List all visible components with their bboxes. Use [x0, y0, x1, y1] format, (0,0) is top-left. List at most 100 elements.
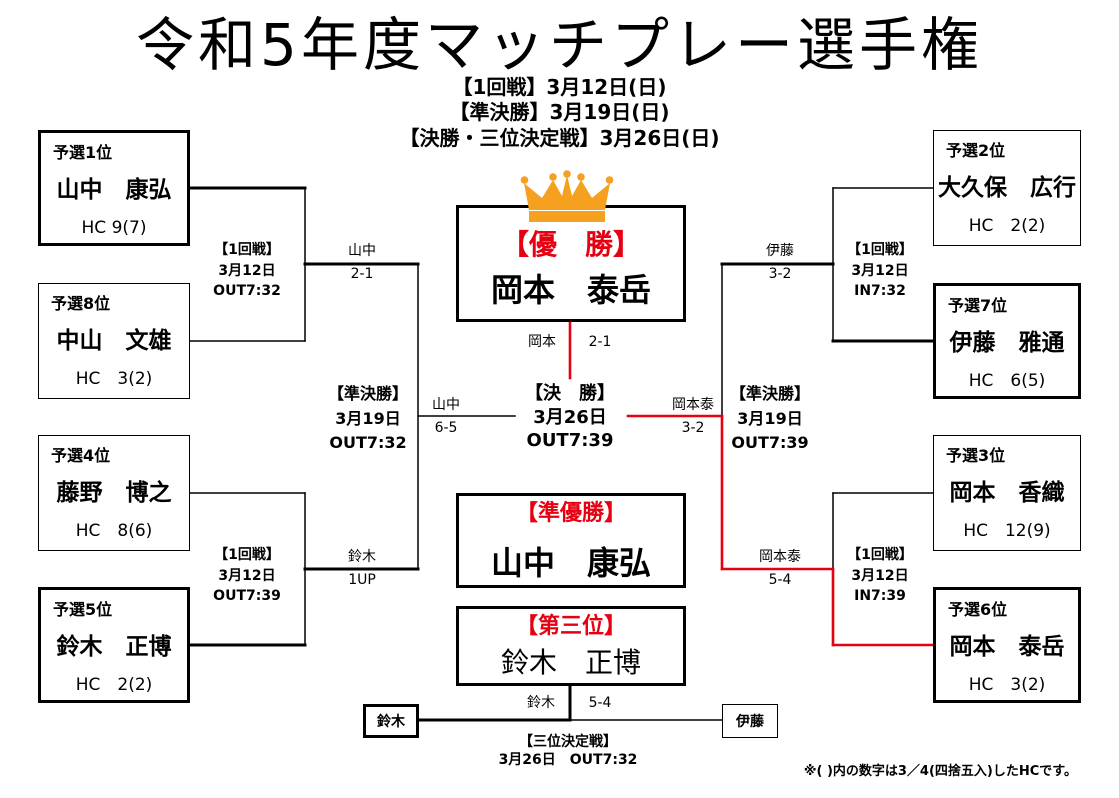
runner-up-box: 【準優勝】 山中 康弘 — [456, 493, 686, 588]
champion-label: 【優 勝】 — [500, 228, 641, 261]
match-score: 1UP — [348, 572, 376, 588]
third-match-info: 【三位決定戦】 3月26日 OUT7:32 — [468, 733, 668, 769]
schedule-semifinal: 【準決勝】3月19日(日) — [449, 100, 670, 124]
round-label: 【準決勝】 — [729, 384, 810, 403]
round-label: 【1回戦】 — [847, 547, 913, 563]
player-card-right-4: 予選6位 岡本 泰岳 HC 3(2) — [933, 587, 1081, 703]
tee-time: IN7:32 — [854, 283, 906, 299]
match-score: 2-1 — [350, 266, 374, 282]
match-score: 3-2 — [768, 266, 792, 282]
player-name: 岡本 香織 — [949, 480, 1065, 506]
player-name: 藤野 博之 — [56, 480, 172, 506]
player-name: 鈴木 正博 — [56, 634, 172, 660]
match-date: 3月19日 — [335, 408, 401, 428]
match-date-tee: 3月26日 OUT7:32 — [498, 752, 638, 768]
winner-name: 山中 — [348, 243, 376, 259]
match-date: 3月19日 — [737, 408, 803, 428]
semifinal-info-left: 【準決勝】 3月19日 OUT7:32 — [313, 382, 423, 456]
handicap: HC 8(6) — [75, 521, 153, 541]
final-score: 2-1 — [588, 334, 612, 350]
third-match-score: 5-4 — [588, 695, 612, 711]
third-place-box: 【第三位】 鈴木 正博 — [456, 606, 686, 686]
player-card-left-4: 予選5位 鈴木 正博 HC 2(2) — [38, 587, 190, 703]
player-name: 伊藤 — [736, 714, 764, 730]
tee-time: OUT7:32 — [329, 433, 407, 452]
player-card-right-2: 予選7位 伊藤 雅通 HC 6(5) — [933, 283, 1081, 399]
seed-rank: 予選1位 — [53, 143, 113, 162]
champion-box: 【優 勝】 岡本 泰岳 — [456, 205, 686, 322]
player-card-right-3: 予選3位 岡本 香織 HC 12(9) — [933, 435, 1081, 551]
handicap: HC 3(2) — [968, 675, 1046, 695]
runner-up-name: 山中 康弘 — [490, 544, 651, 582]
third-match-player-left: 鈴木 — [363, 704, 419, 738]
runner-up-label: 【準優勝】 — [515, 501, 626, 526]
match-date: 3月12日 — [218, 262, 276, 279]
handicap: HC 2(2) — [75, 675, 153, 695]
round1-result-right-bottom: 岡本泰 5-4 — [745, 546, 815, 592]
round1-result-left-bottom: 鈴木 1UP — [327, 546, 397, 592]
handicap: HC 12(9) — [963, 521, 1051, 541]
round-label: 【三位決定戦】 — [519, 734, 617, 750]
player-name: 山中 康弘 — [56, 177, 172, 203]
tee-time: OUT7:39 — [213, 588, 281, 604]
match-score: 6-5 — [434, 420, 458, 436]
match-date: 3月12日 — [218, 567, 276, 584]
match-date: 3月26日 — [533, 406, 607, 428]
center-lines — [417, 321, 723, 722]
round1-info-right-bottom: 【1回戦】 3月12日 IN7:39 — [825, 545, 935, 607]
round-label: 【1回戦】 — [214, 547, 280, 563]
third-match-player-right: 伊藤 — [722, 704, 778, 738]
tee-time: IN7:39 — [854, 588, 906, 604]
player-card-left-2: 予選8位 中山 文雄 HC 3(2) — [38, 283, 190, 399]
tee-time: OUT7:32 — [213, 283, 281, 299]
round1-result-left-top: 山中 2-1 — [327, 240, 397, 286]
final-info: 【決 勝】 3月26日 OUT7:39 — [500, 382, 640, 453]
seed-rank: 予選5位 — [53, 600, 113, 619]
round-label: 【1回戦】 — [847, 242, 913, 258]
winner-name: 岡本泰 — [759, 549, 801, 565]
match-score: 5-4 — [768, 572, 792, 588]
seed-rank: 予選2位 — [946, 141, 1006, 160]
page-title: 令和5年度マッチプレー選手権 — [136, 11, 983, 79]
round1-result-right-top: 伊藤 3-2 — [745, 240, 815, 286]
winner-name: 山中 — [432, 397, 460, 413]
handicap: HC 9(7) — [81, 218, 147, 238]
match-score: 3-2 — [681, 420, 705, 436]
round1-info-left-bottom: 【1回戦】 3月12日 OUT7:39 — [192, 545, 302, 607]
crown-icon — [520, 170, 614, 222]
semifinal-result-right: 岡本泰 3-2 — [658, 394, 728, 440]
round1-info-right-top: 【1回戦】 3月12日 IN7:32 — [825, 240, 935, 302]
semifinal-info-right: 【準決勝】 3月19日 OUT7:39 — [715, 382, 825, 456]
champion-name: 岡本 泰岳 — [490, 271, 651, 309]
player-name: 伊藤 雅通 — [949, 330, 1065, 356]
player-name: 大久保 広行 — [938, 175, 1076, 201]
round1-info-left-top: 【1回戦】 3月12日 OUT7:32 — [192, 240, 302, 302]
round-label: 【決 勝】 — [525, 383, 615, 404]
winner-name: 伊藤 — [766, 243, 794, 259]
winner-name: 鈴木 — [348, 549, 376, 565]
handicap: HC 2(2) — [968, 216, 1046, 236]
third-place-label: 【第三位】 — [515, 614, 626, 639]
player-card-left-3: 予選4位 藤野 博之 HC 8(6) — [38, 435, 190, 551]
final-winner-name: 岡本 — [528, 334, 556, 350]
player-name: 岡本 泰岳 — [949, 634, 1065, 660]
player-card-right-1: 予選2位 大久保 広行 HC 2(2) — [933, 130, 1081, 246]
left-bracket-lines — [188, 186, 516, 647]
third-place-name: 鈴木 正博 — [500, 646, 641, 679]
semifinal-result-left: 山中 6-5 — [411, 394, 481, 440]
player-name: 鈴木 — [377, 714, 405, 730]
third-match-winner-name: 鈴木 — [527, 695, 555, 711]
match-date: 3月12日 — [851, 567, 909, 584]
player-card-left-1: 予選1位 山中 康弘 HC 9(7) — [38, 130, 190, 246]
right-bracket-lines — [626, 187, 935, 647]
seed-rank: 予選3位 — [946, 446, 1006, 465]
match-date: 3月12日 — [851, 262, 909, 279]
seed-rank: 予選6位 — [948, 600, 1008, 619]
handicap: HC 3(2) — [75, 369, 153, 389]
winner-name: 岡本泰 — [672, 397, 714, 413]
schedule-round1: 【1回戦】3月12日(日) — [452, 75, 667, 99]
footnote: ※( )内の数字は3／4(四捨五入)したHCです。 — [803, 764, 1077, 779]
seed-rank: 予選4位 — [51, 446, 111, 465]
